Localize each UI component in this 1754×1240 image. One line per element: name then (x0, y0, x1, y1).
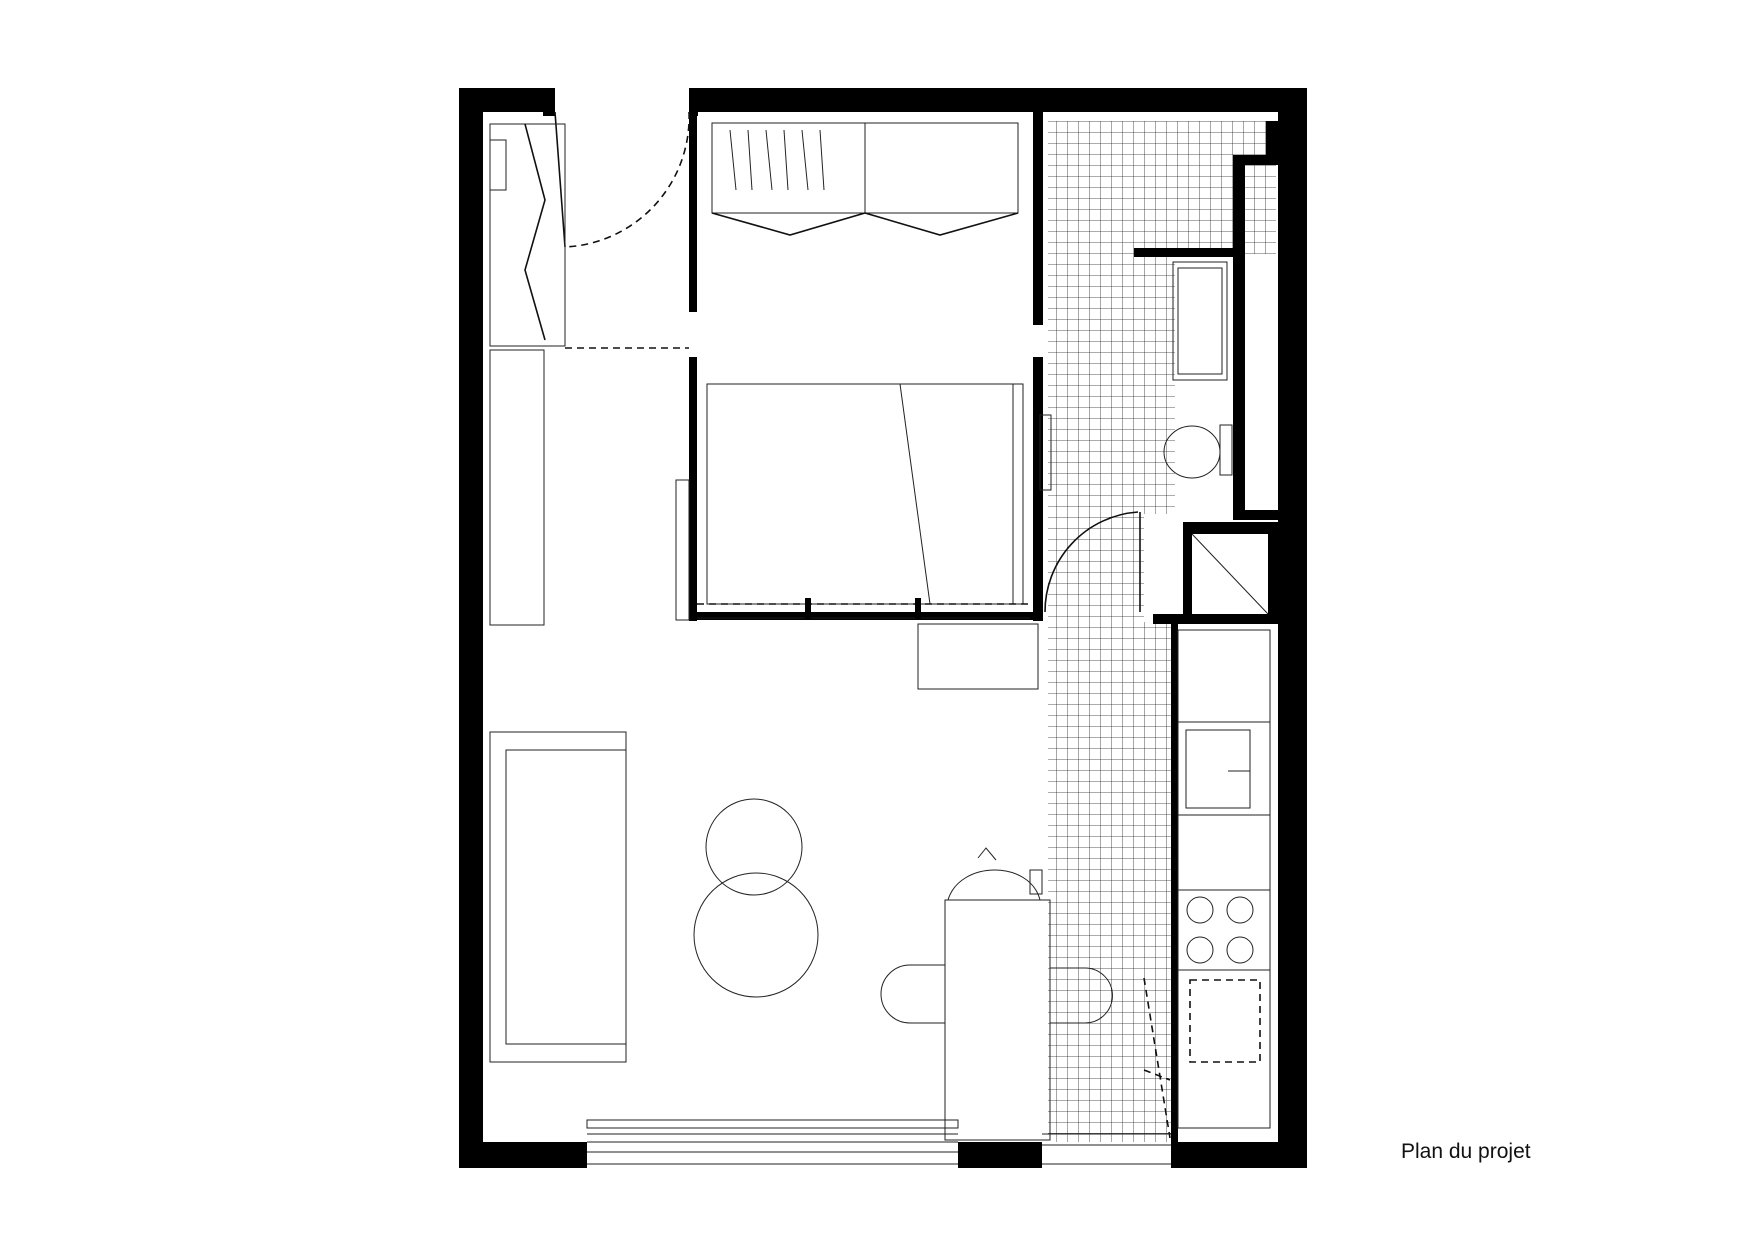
shower-icon (1191, 533, 1269, 615)
exterior-walls (459, 88, 1307, 1168)
kitchen-counter (1177, 629, 1271, 1129)
closet (711, 122, 1019, 236)
desk-icon (944, 899, 1051, 1141)
cooktop-icon (1186, 896, 1254, 964)
interior-walls (689, 112, 1278, 1142)
window-kitchen (1042, 1133, 1171, 1165)
sliding-partition (697, 598, 1030, 620)
sofa-icon (489, 731, 627, 1063)
bathroom-door[interactable] (1044, 511, 1141, 613)
bookcase (489, 349, 545, 626)
round-table-icon (693, 798, 819, 998)
bed-icon (675, 383, 1052, 621)
chair-icon (880, 847, 1113, 1024)
shelf (917, 623, 1039, 690)
sink-icon (1172, 261, 1228, 381)
entrance-door[interactable] (554, 111, 690, 248)
wardrobe-icon (489, 123, 566, 347)
fridge-icon (1185, 729, 1251, 809)
toilet-icon (1163, 424, 1233, 479)
window-living (586, 1119, 959, 1165)
plan-caption: Plan du projet (1401, 1140, 1531, 1163)
washing-machine-icon (1143, 977, 1261, 1139)
